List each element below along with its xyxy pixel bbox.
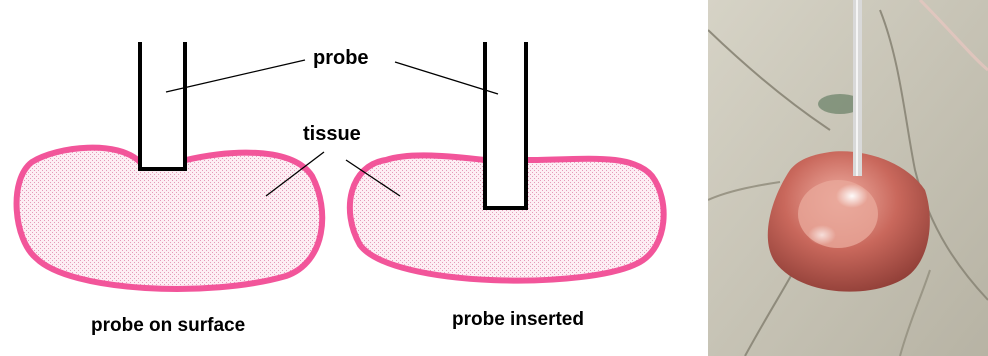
caption-probe-on-surface: probe on surface [91, 316, 245, 335]
tissue-label: tissue [303, 124, 361, 144]
tissue-photo [708, 0, 988, 356]
probe-right [485, 42, 526, 208]
probe-label: probe [313, 48, 369, 68]
probe-left [140, 42, 185, 169]
caption-probe-inserted: probe inserted [452, 310, 584, 329]
probe-leader-right [395, 62, 498, 94]
